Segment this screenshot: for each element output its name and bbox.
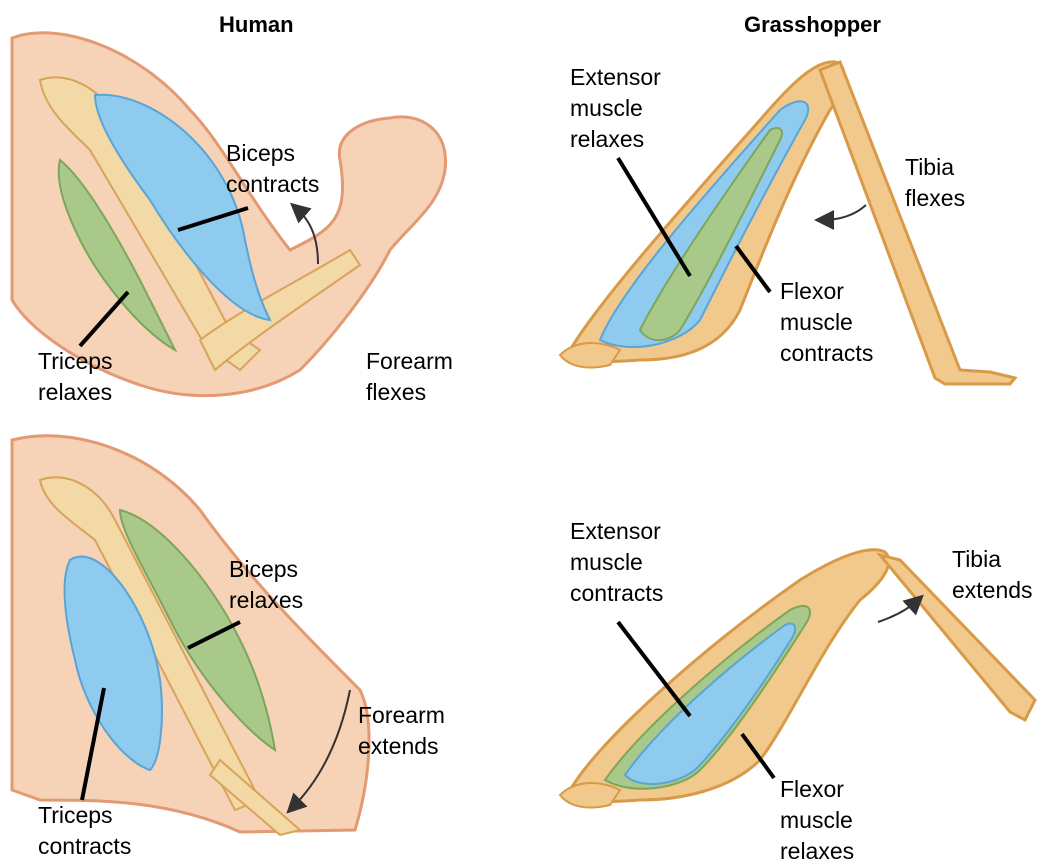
label-human-top-forearm: Forearm flexes	[366, 346, 453, 408]
label-line: Extensor	[570, 516, 663, 547]
label-line: Biceps	[226, 138, 319, 169]
label-line: Tibia	[952, 544, 1033, 575]
hopper-top-flex-arrow	[822, 205, 866, 220]
label-line: Tibia	[905, 152, 965, 183]
label-hopper-top-flexor: Flexor muscle contracts	[780, 276, 873, 369]
hopper-top-foot-joint	[560, 343, 620, 367]
label-line: Forearm	[366, 346, 453, 377]
label-line: Flexor	[780, 276, 873, 307]
label-line: contracts	[38, 831, 131, 862]
label-line: muscle	[780, 307, 873, 338]
label-hopper-bottom-flexor: Flexor muscle relaxes	[780, 774, 854, 867]
label-human-top-biceps: Biceps contracts	[226, 138, 319, 200]
label-hopper-bottom-tibia: Tibia extends	[952, 544, 1033, 606]
label-line: muscle	[780, 805, 854, 836]
label-line: muscle	[570, 93, 661, 124]
label-line: relaxes	[570, 124, 661, 155]
human-arm-extended-illustration	[12, 436, 369, 835]
label-line: relaxes	[38, 377, 113, 408]
hopper-bottom-extend-arrow	[878, 600, 918, 622]
label-human-bottom-forearm: Forearm extends	[358, 700, 445, 762]
label-human-bottom-triceps: Triceps contracts	[38, 800, 131, 862]
label-hopper-top-tibia: Tibia flexes	[905, 152, 965, 214]
label-line: Triceps	[38, 346, 113, 377]
label-line: Extensor	[570, 62, 661, 93]
label-line: contracts	[570, 578, 663, 609]
label-line: flexes	[905, 183, 965, 214]
label-line: extends	[358, 731, 445, 762]
header-grasshopper: Grasshopper	[744, 12, 881, 38]
label-line: Triceps	[38, 800, 131, 831]
label-line: Flexor	[780, 774, 854, 805]
label-line: Forearm	[358, 700, 445, 731]
hopper-bottom-foot-joint	[560, 783, 620, 807]
label-human-bottom-biceps: Biceps relaxes	[229, 554, 303, 616]
label-human-top-triceps: Triceps relaxes	[38, 346, 113, 408]
label-line: muscle	[570, 547, 663, 578]
label-line: contracts	[226, 169, 319, 200]
label-line: relaxes	[229, 585, 303, 616]
label-hopper-bottom-extensor: Extensor muscle contracts	[570, 516, 663, 609]
label-line: extends	[952, 575, 1033, 606]
header-human: Human	[219, 12, 294, 38]
label-line: relaxes	[780, 836, 854, 867]
label-hopper-top-extensor: Extensor muscle relaxes	[570, 62, 661, 155]
label-line: Biceps	[229, 554, 303, 585]
label-line: flexes	[366, 377, 453, 408]
label-line: contracts	[780, 338, 873, 369]
